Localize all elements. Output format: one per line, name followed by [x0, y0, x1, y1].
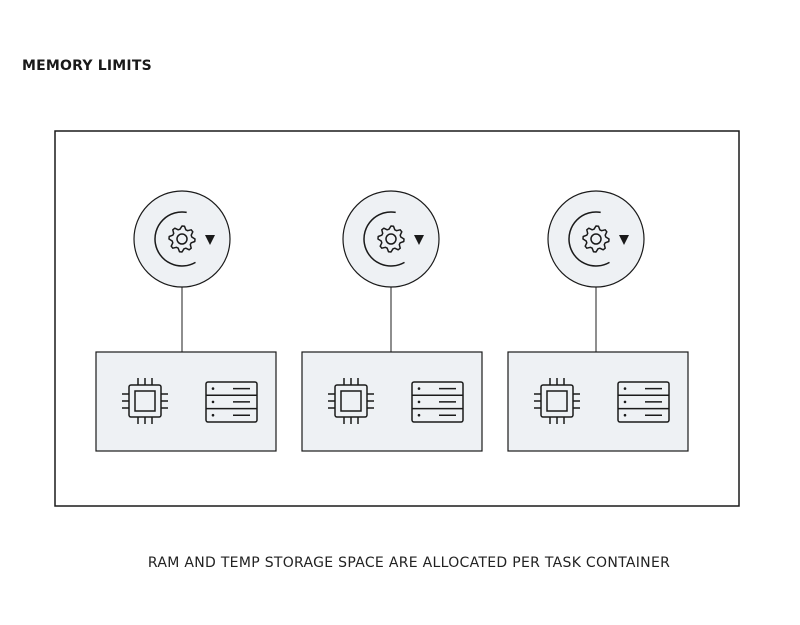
process-node [342, 190, 440, 288]
diagram-title: MEMORY LIMITS [22, 58, 152, 74]
cpu-chip-icon [534, 378, 580, 424]
gear-refresh-icon [363, 211, 424, 267]
storage-server-icon [205, 381, 258, 423]
gear-refresh-icon [568, 211, 629, 267]
task-container-3 [507, 190, 689, 452]
process-node [133, 190, 231, 288]
storage-server-icon [617, 381, 670, 423]
cpu-chip-icon [328, 378, 374, 424]
gear-refresh-icon [154, 211, 215, 267]
diagram-caption: RAM AND TEMP STORAGE SPACE ARE ALLOCATED… [147, 555, 671, 571]
outer-frame [54, 130, 740, 507]
cpu-chip-icon [122, 378, 168, 424]
storage-server-icon [411, 381, 464, 423]
task-container-1 [95, 190, 277, 452]
process-node [547, 190, 645, 288]
task-container-2 [301, 190, 483, 452]
